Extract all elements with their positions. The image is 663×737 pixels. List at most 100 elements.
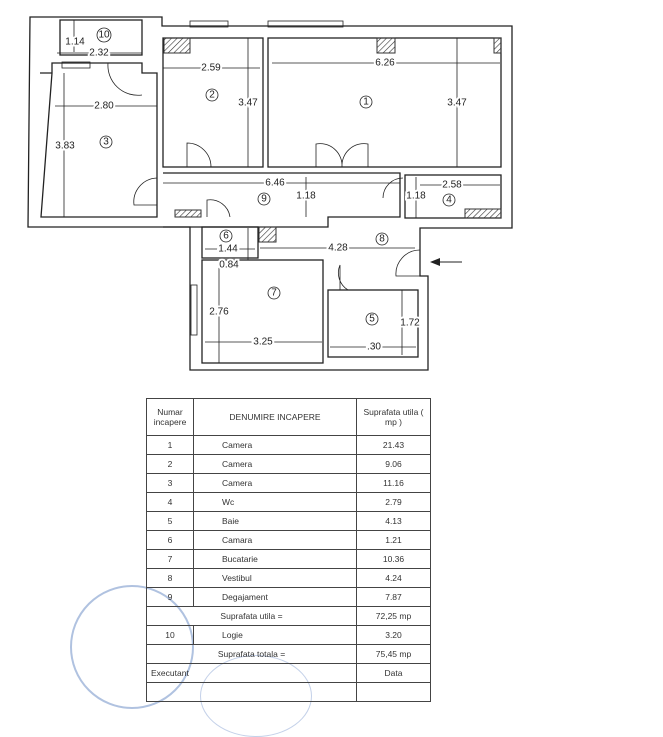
dim-label: 4.28 xyxy=(328,243,348,254)
door xyxy=(133,177,158,206)
dim-label: 6.26 xyxy=(375,58,395,69)
row-area: 9.06 xyxy=(356,454,431,474)
total-area-row: Suprafata totala = 75,45 mp xyxy=(146,644,431,664)
dim-label: 1.18 xyxy=(296,191,316,202)
door xyxy=(107,62,143,96)
door xyxy=(337,264,349,291)
row-area: 7.87 xyxy=(356,587,431,607)
useful-area-label: Suprafata utila = xyxy=(146,606,357,626)
row-number: 10 xyxy=(146,625,194,645)
dim-label: 3.83 xyxy=(55,141,75,152)
door xyxy=(206,199,231,218)
duct xyxy=(493,37,502,54)
duct xyxy=(163,37,191,54)
window xyxy=(189,20,229,28)
room-6 xyxy=(201,226,259,259)
room-number-4: 4 xyxy=(446,195,452,206)
dimension-labels: 1.14 2.32 2.80 3.83 2.59 3.47 6.26 3.47 … xyxy=(53,35,469,355)
row-name: Camera xyxy=(193,454,357,474)
executant-row: Executant Data xyxy=(146,663,431,683)
row-area: 21.43 xyxy=(356,435,431,455)
duct xyxy=(376,37,396,54)
row-name: Baie xyxy=(193,511,357,531)
row-name: Camera xyxy=(193,435,357,455)
room-10 xyxy=(59,19,143,56)
table-header: Numar incapere DENUMIRE INCAPERE Suprafa… xyxy=(146,398,431,436)
room-4 xyxy=(404,174,502,219)
date-label: Data xyxy=(356,663,431,683)
room-number-5: 5 xyxy=(369,314,375,325)
header-area: Suprafata utila ( mp ) xyxy=(356,398,431,436)
dim-label: 3.25 xyxy=(253,337,273,348)
duct xyxy=(258,226,277,243)
dim-label: 0.84 xyxy=(219,260,239,271)
outer-wall xyxy=(27,16,513,371)
entrance-arrow-icon xyxy=(430,258,462,266)
row-area: 4.13 xyxy=(356,511,431,531)
dim-label: 2.32 xyxy=(89,48,109,59)
row-number: 6 xyxy=(146,530,194,550)
window xyxy=(61,61,91,69)
table-row: 10 Logie 3.20 xyxy=(146,625,431,645)
room-number-8: 8 xyxy=(379,234,385,245)
dim-label: 3.47 xyxy=(447,98,467,109)
door xyxy=(395,249,421,277)
row-name: Wc xyxy=(193,492,357,512)
row-number: 7 xyxy=(146,549,194,569)
row-name: Logie xyxy=(193,625,357,645)
row-area: 4.24 xyxy=(356,568,431,588)
dim-label: 2.80 xyxy=(94,101,114,112)
date-value xyxy=(356,682,431,702)
dim-label: 2.59 xyxy=(201,63,221,74)
door xyxy=(315,143,369,168)
useful-area-value: 72,25 mp xyxy=(356,606,431,626)
row-area: 1.21 xyxy=(356,530,431,550)
dimension-lines xyxy=(55,20,500,363)
dim-label: 6.46 xyxy=(265,178,285,189)
dim-label: 1.14 xyxy=(65,37,85,48)
room-area-table: Numar incapere DENUMIRE INCAPERE Suprafa… xyxy=(146,398,431,702)
room-5 xyxy=(327,289,419,358)
row-area: 11.16 xyxy=(356,473,431,493)
total-area-value: 75,45 mp xyxy=(356,644,431,664)
row-name: Bucatarie xyxy=(193,549,357,569)
header-number: Numar incapere xyxy=(146,398,194,436)
floor-plan: 1.14 2.32 2.80 3.83 2.59 3.47 6.26 3.47 … xyxy=(27,16,513,371)
door xyxy=(382,177,404,199)
row-name: Degajament xyxy=(193,587,357,607)
executant-label: Executant xyxy=(146,663,357,683)
room-2 xyxy=(162,37,264,168)
dim-label: 3.47 xyxy=(238,98,258,109)
dim-label: 1.18 xyxy=(406,191,426,202)
row-number: 3 xyxy=(146,473,194,493)
dim-label: 1.72 xyxy=(400,318,420,329)
room-number-3: 3 xyxy=(103,137,109,148)
row-number: 5 xyxy=(146,511,194,531)
row-number: 8 xyxy=(146,568,194,588)
room-numbers: 10 2 1 3 9 4 6 8 7 5 xyxy=(96,27,456,326)
row-number: 2 xyxy=(146,454,194,474)
header-name: DENUMIRE INCAPERE xyxy=(193,398,357,436)
room-number-6: 6 xyxy=(223,231,229,242)
row-number: 1 xyxy=(146,435,194,455)
room-number-1: 1 xyxy=(363,97,369,108)
total-area-label: Suprafata totala = xyxy=(146,644,357,664)
row-name: Vestibul xyxy=(193,568,357,588)
dim-label: 2.76 xyxy=(209,307,229,318)
useful-area-row: Suprafata utila = 72,25 mp xyxy=(146,606,431,626)
window xyxy=(267,20,344,28)
row-name: Camera xyxy=(193,473,357,493)
row-name: Camara xyxy=(193,530,357,550)
row-number: 9 xyxy=(146,587,194,607)
dim-label: 2.58 xyxy=(442,180,462,191)
hallway-9 xyxy=(163,172,401,228)
room-number-9: 9 xyxy=(261,194,267,205)
